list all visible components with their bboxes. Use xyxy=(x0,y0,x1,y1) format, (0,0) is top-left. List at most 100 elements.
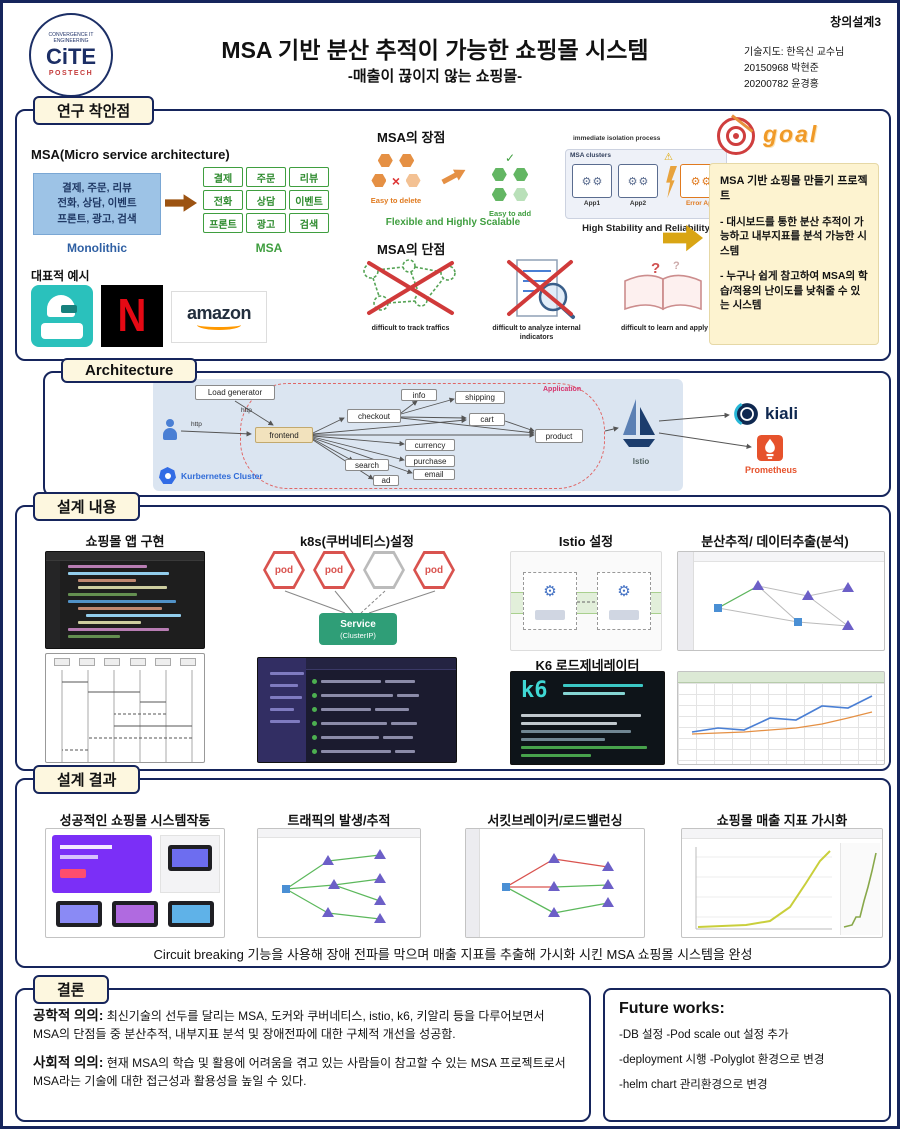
msa-service: 이벤트 xyxy=(289,190,329,210)
gear-icon: ⚙ xyxy=(592,175,603,188)
k6-terminal-screenshot: k6 xyxy=(510,671,665,765)
gear-icon: ⚙ xyxy=(617,583,631,600)
monolithic-label: Monolithic xyxy=(67,241,127,255)
amazon-smile-icon xyxy=(197,320,241,330)
dis-track-caption: difficult to track traffics xyxy=(371,325,450,332)
msa-clusters-label: MSA clusters xyxy=(570,152,611,159)
result-header-1: 성공적인 쇼핑몰 시스템작동 xyxy=(59,813,211,828)
result-header-4: 쇼핑몰 매출 지표 가시화 xyxy=(716,813,848,828)
gear-icon: ⚙ xyxy=(701,175,712,188)
msa-heading: MSA(Micro service architecture) xyxy=(31,147,230,162)
design-header-istio: Istio 설정 xyxy=(558,534,614,549)
hexagon-icon xyxy=(513,188,529,201)
remove-cross-icon: × xyxy=(391,173,401,189)
shipping-node: shipping xyxy=(455,391,505,404)
advantages-caption-1: Flexible and Highly Scalable xyxy=(385,217,521,228)
engineering-paragraph: 공학적 의의: 최신기술의 선두를 달리는 MSA, 도커와 쿠버네티스, is… xyxy=(33,1006,573,1043)
logo-name: CiTE xyxy=(45,44,97,69)
gear-icon: ⚙ xyxy=(690,175,701,188)
future-works-box: Future works: -DB 설정 -Pod scale out 설정 추… xyxy=(603,988,891,1122)
easy-add-cluster: ✓ Easy to add xyxy=(467,149,553,218)
prometheus-label: Prometheus xyxy=(744,465,797,475)
dis-analyze-graphic xyxy=(507,259,575,319)
msa-service: 프론트 xyxy=(203,213,243,233)
sequence-diagram-screenshot xyxy=(45,653,205,763)
section-architecture: Architecture Application xyxy=(43,358,891,497)
advisor: 기술지도: 한옥신 교수님 xyxy=(744,47,845,58)
kubernetes-label: Kurbernetes Cluster xyxy=(181,471,263,481)
frontend-node: frontend xyxy=(255,427,313,443)
warning-icon: ⚠ xyxy=(664,152,673,163)
msa-service: 상담 xyxy=(246,190,286,210)
user-icon xyxy=(161,419,179,443)
poster-title: MSA 기반 분산 추적이 가능한 쇼핑몰 시스템 xyxy=(221,37,649,63)
design-header-app: 쇼핑몰 앱 구현 xyxy=(85,534,165,549)
question-mark: ? xyxy=(651,260,660,277)
design-header-k6: K6 로드제네레이터 xyxy=(535,658,640,673)
scale-arrow-icon xyxy=(439,164,469,189)
hexagon-icon xyxy=(513,168,529,181)
traffic-graph xyxy=(282,849,386,923)
sidecar-box: ⚙ xyxy=(523,572,577,630)
shop-screenshot xyxy=(45,828,225,938)
dart-bull-icon xyxy=(733,133,739,139)
engineering-text: 최신기술의 선두를 달리는 MSA, 도커와 쿠버네티스, istio, k6,… xyxy=(33,1009,545,1041)
pod-label: pod xyxy=(316,554,352,586)
future-works-item: -helm chart 관리환경으로 변경 xyxy=(619,1079,768,1091)
msa-service-grid: 결제 주문 리뷰 전화 상담 이벤트 프론트 광고 검색 xyxy=(203,167,329,233)
app1-label: App1 xyxy=(583,200,601,207)
app1-box: ⚙⚙ xyxy=(572,164,612,198)
section-conclusion-tab: 결론 xyxy=(33,975,109,1004)
goal-point-2: - 누구나 쉽게 참고하여 MSA의 학습/적용의 난이도를 낮춰줄 수 있는 … xyxy=(720,269,868,312)
examples-label: 대표적 예시 xyxy=(31,269,90,283)
istio-label: Istio xyxy=(632,457,650,466)
sales-mini-graph xyxy=(843,852,877,928)
email-node: email xyxy=(413,469,455,480)
hexagon-icon xyxy=(399,154,415,167)
architecture-canvas: Application xyxy=(45,373,889,495)
netflix-logo: N xyxy=(101,285,163,347)
msa-clusters-panel: MSA clusters ⚙⚙ App1 ⚙⚙ App2 ⚠ ⚙⚙ Error … xyxy=(565,149,727,219)
amazon-logo: amazon xyxy=(171,291,267,343)
info-node: info xyxy=(401,389,437,401)
kubernetes-icon xyxy=(159,467,176,484)
social-paragraph: 사회적 의의: 현재 MSA의 학습 및 활용에 어려움을 겪고 있는 사람들이… xyxy=(33,1053,573,1090)
service-label: Service xyxy=(340,618,376,630)
pod-label: pod xyxy=(266,554,302,586)
baemin-body-icon xyxy=(41,323,83,339)
k8s-diagram-lines xyxy=(284,590,436,614)
gear-icon: ⚙ xyxy=(581,175,592,188)
code-editor-screenshot xyxy=(45,551,205,649)
future-works-item: -DB 설정 -Pod scale out 설정 추가 xyxy=(619,1029,789,1041)
advantages-title: MSA의 장점 xyxy=(377,130,446,145)
dis-track-graphic xyxy=(363,259,456,315)
design-header-trace: 분산추적/ 데이터추출(분석) xyxy=(701,534,849,549)
monolithic-line: 결제, 주문, 리뷰 xyxy=(62,182,132,195)
easy-delete-label: Easy to delete xyxy=(370,196,422,205)
msa-service: 전화 xyxy=(203,190,243,210)
msa-service: 리뷰 xyxy=(289,167,329,187)
gear-icon: ⚙ xyxy=(638,175,649,188)
result-summary: Circuit breaking 기능을 사용해 장애 전파를 막으며 매출 지… xyxy=(153,947,753,962)
hexagon-icon xyxy=(405,174,421,187)
kiali-label: kiali xyxy=(765,404,799,423)
cite-logo: CONVERGENCE IT ENGINEERING CiTE POSTECH xyxy=(29,13,113,97)
metrics-sheet-screenshot xyxy=(677,671,885,765)
dis-learn-graphic: ? ? xyxy=(624,260,702,311)
traffic-screenshot xyxy=(257,828,421,938)
conclusion-body: 공학적 의의: 최신기술의 선두를 달리는 MSA, 도커와 쿠버네티스, is… xyxy=(17,990,589,1120)
section-motivation: 연구 착안점 MSA(Micro service architecture) 결… xyxy=(15,96,891,361)
section-results-tab: 설계 결과 xyxy=(33,765,141,794)
msa-service: 검색 xyxy=(289,213,329,233)
load-generator-node: Load generator xyxy=(195,385,275,400)
baemin-logo xyxy=(31,285,93,347)
section-motivation-tab: 연구 착안점 xyxy=(33,96,155,125)
gear-icon: ⚙ xyxy=(543,583,557,600)
result-header-2: 트래픽의 발생/추적 xyxy=(287,813,391,828)
hexagon-icon xyxy=(371,174,387,187)
netflix-n: N xyxy=(117,290,147,341)
dart-ring-icon xyxy=(726,126,746,146)
section-conclusion: 결론 공학적 의의: 최신기술의 선두를 달리는 MSA, 도커와 쿠버네티스,… xyxy=(15,975,591,1122)
amazon-text: amazon xyxy=(186,303,252,323)
